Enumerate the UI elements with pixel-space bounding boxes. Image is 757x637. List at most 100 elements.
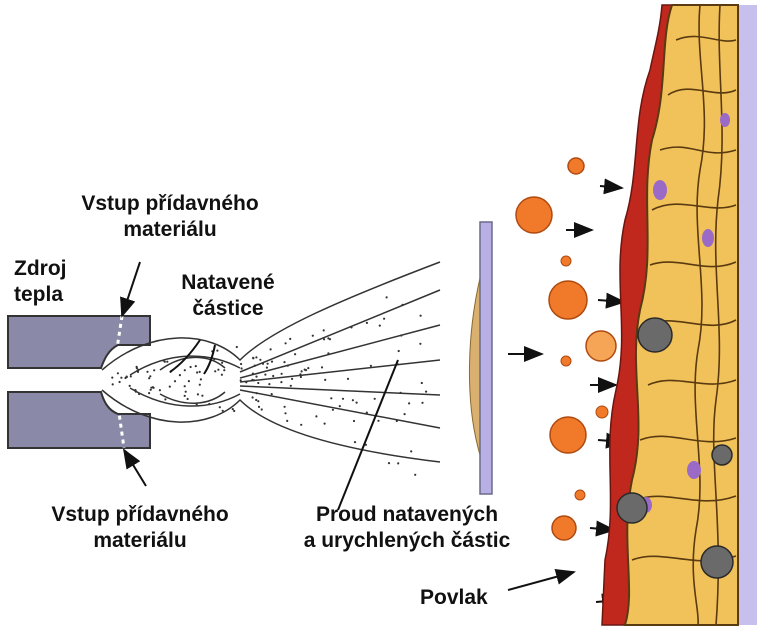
plume-dot xyxy=(299,373,301,375)
plume-dot xyxy=(150,389,152,391)
plume-dot xyxy=(421,402,423,404)
plume-dot xyxy=(281,373,283,375)
plume-dot xyxy=(420,315,422,317)
plume-dot xyxy=(283,361,285,363)
plume-dot xyxy=(289,338,291,340)
plume-dot xyxy=(197,393,199,395)
coating-layer xyxy=(602,5,757,625)
plume-dot xyxy=(222,410,224,412)
plume-dot xyxy=(321,366,323,368)
particle-stream-line1: Proud natavených xyxy=(262,502,552,528)
plume-dot xyxy=(148,392,150,394)
plume-dot xyxy=(323,329,325,331)
molten-particles-line2: částice xyxy=(168,296,288,322)
plume-dot xyxy=(232,408,234,410)
plume-dot xyxy=(184,385,186,387)
plume-dot xyxy=(330,397,332,399)
plume-dot xyxy=(233,410,235,412)
plume-dot xyxy=(184,395,186,397)
plume-dot xyxy=(190,366,192,368)
plume-dot xyxy=(117,372,119,374)
particle-stream-label: Proud natavených a urychlených částic xyxy=(262,502,552,554)
plume-dot xyxy=(179,374,181,376)
plume-dot xyxy=(272,375,274,377)
heat-source-line1: Zdroj xyxy=(14,256,67,282)
plume-dot xyxy=(388,462,390,464)
particle-stream-line2: a urychlených částic xyxy=(262,528,552,554)
molten-particles xyxy=(516,158,616,540)
coating-label: Povlak xyxy=(420,585,488,611)
plume-dot xyxy=(152,386,154,388)
plume-dot xyxy=(366,412,368,414)
plume-dot xyxy=(241,367,243,369)
plume-dot xyxy=(213,358,215,360)
plume-dot xyxy=(400,392,402,394)
plume-dot xyxy=(169,386,171,388)
plume-dot xyxy=(266,367,268,369)
plume-dot xyxy=(291,378,293,380)
plume-dot xyxy=(307,367,309,369)
plume-dot xyxy=(425,391,427,393)
plume-dot xyxy=(146,371,148,373)
plume-dot xyxy=(353,420,355,422)
plume-dot xyxy=(280,381,282,383)
plume-dot xyxy=(120,377,122,379)
plume-dot xyxy=(130,375,132,377)
heat-source-label: Zdroj tepla xyxy=(14,256,67,308)
plume-dot xyxy=(347,378,349,380)
plume-dot xyxy=(327,352,329,354)
plume-dot xyxy=(196,371,198,373)
plume-dot xyxy=(174,380,176,382)
plume-dot xyxy=(221,374,223,376)
plume-dot xyxy=(148,377,150,379)
plume-dot xyxy=(134,389,136,391)
plume-dot xyxy=(221,362,223,364)
plume-dot xyxy=(164,398,166,400)
plume-dot xyxy=(284,412,286,414)
plume-dot xyxy=(377,420,379,422)
plume-dot xyxy=(268,383,270,385)
plume-dot xyxy=(354,441,356,443)
plume-dot xyxy=(257,382,259,384)
plume-dot xyxy=(258,406,260,408)
plume-dot xyxy=(304,369,306,371)
filler-input-bottom-line1: Vstup přídavného xyxy=(20,502,260,528)
plume-dot xyxy=(271,361,273,363)
plume-dot xyxy=(252,396,254,398)
plume-dot xyxy=(414,474,416,476)
plume-dot xyxy=(236,346,238,348)
plume-dot xyxy=(402,304,404,306)
plume-dot xyxy=(404,413,406,415)
plume-dot xyxy=(256,392,258,394)
plume-dot xyxy=(162,359,164,361)
plume-dot xyxy=(137,369,139,371)
plume-dot xyxy=(374,398,376,400)
plume-dot xyxy=(166,361,168,363)
plume-dot xyxy=(138,393,140,395)
plume-dot xyxy=(379,325,381,327)
plume-dot xyxy=(419,343,421,345)
plume-dot xyxy=(149,375,151,377)
plume-dot xyxy=(200,378,202,380)
plume-dot xyxy=(324,379,326,381)
plume-dot xyxy=(219,406,221,408)
plume-dot xyxy=(259,359,261,361)
plume-dot xyxy=(285,342,287,344)
plume-dot xyxy=(350,326,352,328)
plume-dot xyxy=(214,370,216,372)
plume-dot xyxy=(185,391,187,393)
plume-dot xyxy=(257,400,259,402)
plume-dot xyxy=(223,369,225,371)
plume-dot xyxy=(397,462,399,464)
plume-dot xyxy=(342,398,344,400)
plume-dot xyxy=(240,363,242,365)
plume-dot xyxy=(300,424,302,426)
torch-nozzle xyxy=(8,316,150,448)
plume-dot xyxy=(136,367,138,369)
plume-dot xyxy=(119,381,121,383)
plume-dot xyxy=(366,322,368,324)
plume-dot xyxy=(410,450,412,452)
plume-particles xyxy=(111,296,427,476)
plume-dot xyxy=(208,403,210,405)
filler-input-top-label: Vstup přídavného materiálu xyxy=(60,191,280,243)
